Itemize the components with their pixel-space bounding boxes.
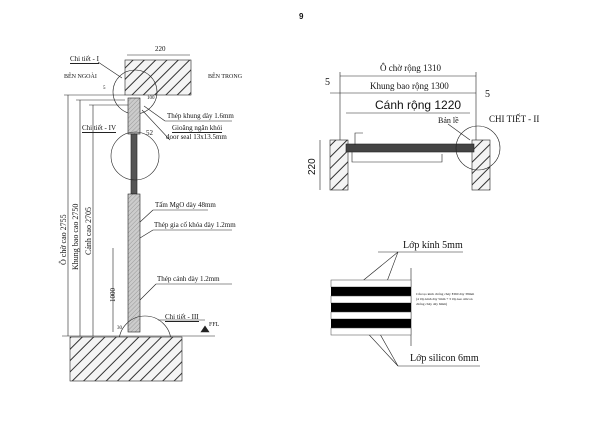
seal-label-2: door seal 13x13.5mm [166, 133, 227, 141]
detail-3-label: Chi tiết - III [165, 313, 199, 322]
left-5: 5 [325, 77, 330, 88]
wall-left [329, 139, 349, 191]
detail-circle-2 [455, 125, 501, 171]
width-dim: 220 [155, 45, 166, 53]
top-slab [124, 59, 192, 96]
glass-vision [130, 133, 138, 195]
dim-52: 52 [146, 129, 153, 137]
detail-4-label: Chi tiết - IV [82, 124, 117, 133]
dim-30: 30 [117, 326, 122, 331]
door-panel-top [127, 97, 141, 135]
hinge-label: Bản lề [438, 116, 459, 125]
frame-width: Khung bao rộng 1300 [370, 81, 449, 91]
wall-right [471, 139, 491, 191]
opening-width: Ô chờ rộng 1310 [380, 63, 442, 73]
small-5: 5 [103, 86, 106, 91]
opening-height: Ô chờ cao 2755 [59, 214, 68, 265]
detail-1-label: Chi tiết - I [70, 55, 99, 64]
frame-height: Khung bao cao 2750 [71, 203, 80, 270]
lock-steel-label: Thép gia cố khóa dày 1.2mm [154, 221, 236, 229]
outside-label: BÊN NGOÀI [64, 74, 97, 80]
dim-1000: 1000 [109, 288, 117, 302]
right-5: 5 [485, 89, 490, 100]
detail-circle-4 [110, 131, 160, 181]
seal-label-1: Gioăng ngăn khói [172, 124, 223, 133]
door-leaf-plan [345, 143, 475, 153]
glass-layer-label: Lớp kính 5mm [403, 240, 463, 251]
leaf-steel-label: Thép cánh dày 1.2mm [157, 275, 220, 283]
inside-label: BÊN TRONG [208, 74, 243, 80]
door-panel-bottom [127, 193, 141, 333]
silicon-layer-label: Lớp silicon 6mm [410, 353, 479, 364]
leaf-height: Cánh cao 2705 [84, 207, 93, 255]
glass-layers [330, 279, 412, 336]
glass-note-2: (4 lớp kính dày 5mm + 3 lớp keo silicon [416, 297, 473, 301]
glass-note-1: Cấu tạo kính chống cháy EI60 dày 38mm [416, 292, 475, 296]
depth-220: 220 [307, 158, 318, 175]
glass-note-3: chống cháy dày 6mm) [416, 302, 448, 306]
dim-100: 100 [147, 96, 155, 101]
detail-2-label: CHI TIẾT - II [489, 114, 540, 124]
leaf-width: Cánh rộng 1220 [375, 98, 462, 112]
floor-slab [69, 336, 183, 382]
mgo-label: Tấm MgO dày 48mm [155, 201, 216, 209]
ffl-label: FFL [209, 322, 220, 328]
page-number: 9 [299, 12, 304, 21]
frame-steel-label: Thép khung dày 1.6mm [167, 112, 234, 120]
